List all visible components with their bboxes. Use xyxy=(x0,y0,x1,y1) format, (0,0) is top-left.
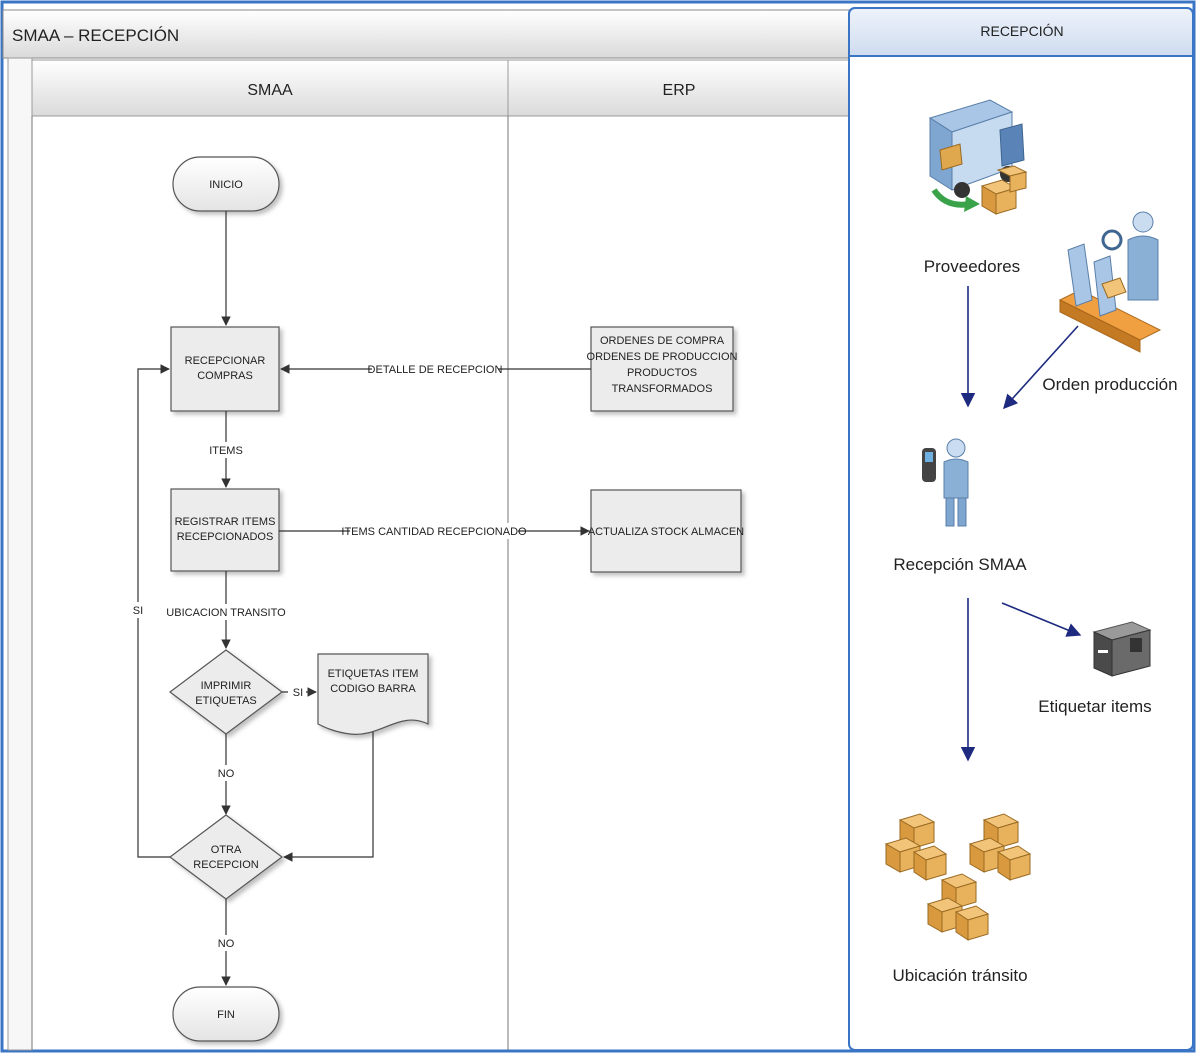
lane-title-smaa: SMAA xyxy=(247,82,293,99)
registrar-label-1: REGISTRAR ITEMS xyxy=(175,516,276,528)
edge-label-bg xyxy=(212,765,240,781)
actualiza-stock-box xyxy=(590,489,742,573)
recepcionar-label-1: RECEPCIONAR xyxy=(185,355,266,367)
otra-label-2: RECEPCION xyxy=(193,859,258,871)
edge-etiquetas-otra xyxy=(283,732,374,862)
stacked-boxes-icon xyxy=(884,813,1032,941)
side-panel-title: RECEPCIÓN xyxy=(980,23,1063,39)
edge-label-bg xyxy=(288,684,306,700)
recepcionar-compras-box xyxy=(170,326,280,412)
delivery-truck-icon xyxy=(928,99,1028,215)
edge-label-items-cantidad: ITEMS CANTIDAD RECEPCIONADO xyxy=(341,526,527,538)
pool-strip xyxy=(7,57,33,1051)
side-panel xyxy=(848,7,1194,1051)
label-printer-icon xyxy=(1092,621,1152,677)
ordenes-label-4: TRANSFORMADOS xyxy=(612,383,713,395)
proveedores-label: Proveedores xyxy=(924,257,1020,276)
etiquetas-label-2: CODIGO BARRA xyxy=(330,683,416,695)
ordenes-label-2: ORDENES DE PRODUCCION xyxy=(587,351,738,363)
start-label: INICIO xyxy=(209,179,243,191)
edge-label-bg xyxy=(168,604,284,620)
edge-label-no-otra: NO xyxy=(218,938,235,950)
edge-label-ubicacion: UBICACION TRANSITO xyxy=(166,607,286,619)
ordenes-box xyxy=(590,326,734,412)
recepcion-smaa-label: Recepción SMAA xyxy=(893,555,1027,574)
imprimir-label-2: ETIQUETAS xyxy=(195,695,257,707)
etiquetas-label-1: ETIQUETAS ITEM xyxy=(328,668,419,680)
registrar-label-2: RECEPCIONADOS xyxy=(177,531,274,543)
edge-label-detalle: DETALLE DE RECEPCION xyxy=(368,364,503,376)
edge-label-no-imprimir: NO xyxy=(218,768,235,780)
ordenes-label-3: PRODUCTOS xyxy=(627,367,697,379)
imprimir-label-1: IMPRIMIR xyxy=(201,680,252,692)
edge-label-si-imprimir: SI xyxy=(293,687,303,699)
actualiza-label: ACTUALIZA STOCK ALMACEN xyxy=(588,526,744,538)
production-line-icon xyxy=(1058,211,1162,353)
lane-header-erp xyxy=(507,59,851,117)
edge-label-bg xyxy=(205,442,247,458)
otra-label-1: OTRA xyxy=(211,844,242,856)
etiquetar-label: Etiquetar items xyxy=(1038,697,1151,716)
lane-header-smaa xyxy=(31,59,509,117)
orden-produccion-label: Orden producción xyxy=(1042,375,1177,394)
registrar-items-box xyxy=(170,488,280,572)
arrow-orden-recepcion xyxy=(1003,325,1079,410)
edge-label-bg xyxy=(372,361,498,377)
end-label: FIN xyxy=(217,1009,235,1021)
ordenes-label-1: ORDENES DE COMPRA xyxy=(600,335,725,347)
edge-label-bg xyxy=(212,935,240,951)
person-scanner-icon xyxy=(922,438,969,527)
edge-label-items: ITEMS xyxy=(209,445,243,457)
etiquetas-document xyxy=(317,653,429,735)
edge-label-bg xyxy=(130,602,146,618)
recepcionar-label-2: COMPRAS xyxy=(197,370,253,382)
diagram-title: SMAA – RECEPCIÓN xyxy=(12,26,179,45)
arrow-recepcion-etiquetar xyxy=(1001,602,1082,637)
ubicacion-transito-label: Ubicación tránsito xyxy=(892,966,1027,985)
side-panel-header xyxy=(848,7,1194,57)
edge-label-si-loop: SI xyxy=(133,605,143,617)
edge-label-bg xyxy=(350,523,518,539)
title-bar xyxy=(2,9,850,59)
end-terminator xyxy=(172,986,280,1042)
lane-title-erp: ERP xyxy=(663,82,696,99)
